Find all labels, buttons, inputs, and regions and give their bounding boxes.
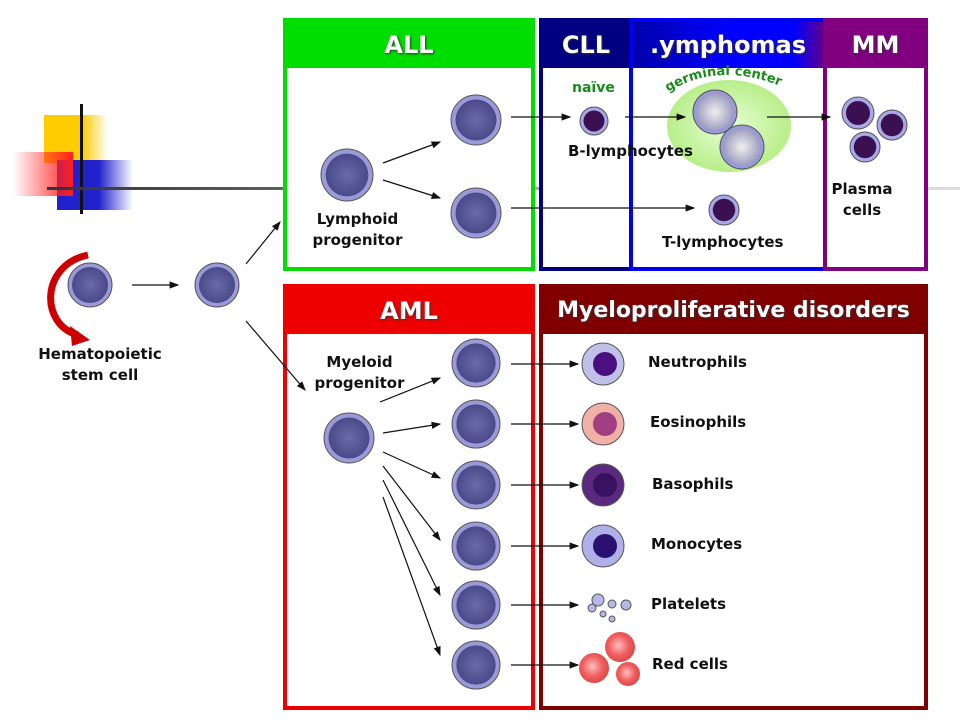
arrow-to-lymphoid (245, 221, 281, 265)
panel-aml-title: AML (287, 288, 531, 334)
myeloid-progenitor-cell (323, 412, 375, 464)
arrow-myeloid-2 (382, 451, 442, 479)
panel-lymphomas-title: .ymphomas (633, 22, 823, 68)
self-renewal-arrow (47, 251, 89, 339)
myeloid-daughter-cell-4 (451, 580, 501, 630)
naive-label: naïve (572, 80, 615, 96)
plasma-cell-1 (841, 96, 875, 130)
myeloid-daughter-cell-5 (451, 640, 501, 690)
panel-cll: CLL (539, 18, 633, 271)
myeloid-daughter-cell-1 (451, 399, 501, 449)
naive-b-lymphocyte (579, 106, 609, 136)
output-label-neutrophils: Neutrophils (648, 353, 747, 371)
panel-cll-title: CLL (543, 22, 629, 68)
myeloid-progenitor-label: Myeloid progenitor (314, 353, 405, 392)
t-lymphocyte (708, 194, 740, 226)
germinal-center-cell-2 (719, 124, 765, 170)
red-cells (579, 632, 640, 686)
lymphoid-progenitor-label: Lymphoid progenitor (312, 210, 403, 249)
arrow-myeloid-3 (382, 465, 441, 541)
stem-cell (67, 262, 113, 308)
arrow-lymphoid-to-b (382, 141, 442, 164)
stem-cell-label: Hematopoietic stem cell (38, 345, 162, 384)
arrow-myeloid-4 (382, 479, 441, 597)
arrow-myeloid-1 (382, 421, 442, 434)
output-label-eosinophils: Eosinophils (650, 413, 747, 431)
eosinophil (581, 402, 625, 446)
output-label-red-cells: Red cells (652, 655, 728, 673)
lymphoid-daughter-cell-b (450, 94, 502, 146)
output-label-monocytes: Monocytes (651, 535, 743, 553)
t-lymphocytes-label: T-lymphocytes (662, 233, 784, 251)
basophil (581, 463, 625, 507)
plasma-cells-label: Plasma cells (831, 180, 893, 219)
lymphoid-daughter-cell-t (450, 187, 502, 239)
germinal-center-cell-1 (692, 89, 738, 135)
output-label-platelets: Platelets (651, 595, 727, 613)
panel-mm-title: MM (827, 22, 924, 68)
arrow-myeloid-5 (382, 496, 441, 657)
plasma-cell-2 (876, 109, 908, 141)
decor-vertical-line (80, 104, 83, 214)
plasma-cell-3 (849, 131, 881, 163)
arrow-myeloid-0 (379, 377, 442, 403)
myeloid-daughter-cell-3 (451, 521, 501, 571)
neutrophil (581, 342, 625, 386)
output-label-basophils: Basophils (652, 475, 734, 493)
panel-mpd-title: Myeloproliferative disorders (543, 288, 924, 334)
b-lymphocytes-label: B-lymphocytes (568, 142, 693, 160)
lymphoid-progenitor-cell (320, 148, 374, 202)
intermediate-progenitor-cell (194, 262, 240, 308)
panel-lymphomas: .ymphomas (629, 18, 827, 271)
arrow-to-myeloid (245, 320, 306, 391)
platelets (587, 593, 632, 623)
self-renewal-arrowhead (70, 326, 90, 346)
arrow-lymphoid-to-t (382, 179, 442, 199)
myeloid-daughter-cell-2 (451, 460, 501, 510)
myeloid-daughter-cell-0 (451, 338, 501, 388)
monocyte (581, 524, 625, 568)
panel-all-title: ALL (287, 22, 531, 68)
